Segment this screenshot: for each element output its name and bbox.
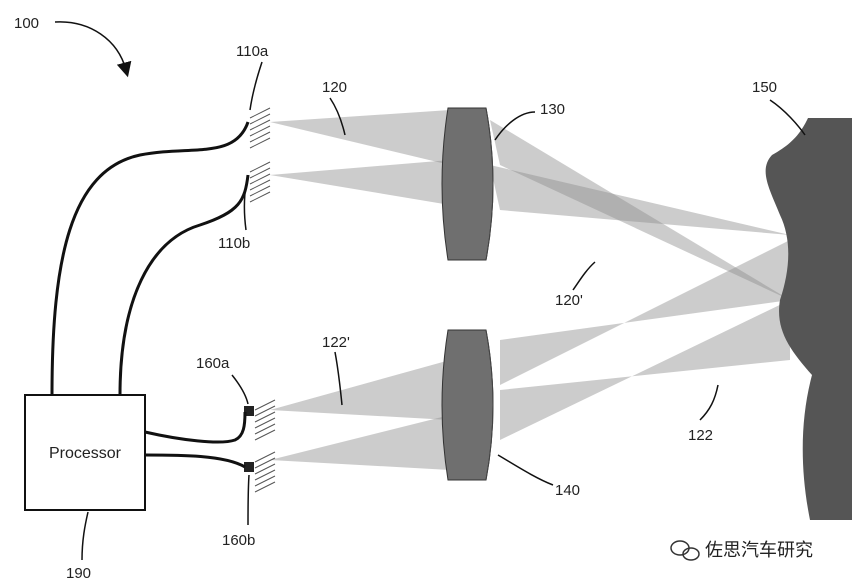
emitter-hatch-110b bbox=[249, 161, 271, 203]
leader-110b bbox=[243, 184, 247, 231]
beam-110b bbox=[270, 160, 450, 205]
leader-150 bbox=[769, 99, 806, 136]
beam-120-lens-to-target bbox=[490, 120, 790, 300]
label-120: 120 bbox=[322, 79, 347, 96]
beams bbox=[270, 110, 790, 470]
processor-label: Processor bbox=[49, 445, 122, 462]
watermark: 佐思汽车研究 bbox=[670, 540, 813, 561]
leader-160b bbox=[247, 474, 250, 526]
wire-160a bbox=[144, 411, 247, 444]
detector-160b bbox=[244, 462, 254, 472]
beam-110b-lens-to-target bbox=[490, 165, 790, 235]
wires bbox=[50, 121, 250, 469]
leader-160a bbox=[231, 374, 249, 405]
label-122-prime: 122' bbox=[322, 334, 350, 351]
label-160a: 160a bbox=[196, 355, 230, 372]
leader-110a bbox=[249, 61, 263, 111]
target-surface bbox=[765, 118, 852, 520]
leader-190 bbox=[81, 511, 89, 561]
label-140: 140 bbox=[555, 482, 580, 499]
beam-122-prime bbox=[270, 360, 450, 420]
wire-110b bbox=[118, 174, 250, 396]
beam-120 bbox=[270, 110, 450, 165]
label-130: 130 bbox=[540, 101, 565, 118]
wechat-icon bbox=[670, 540, 700, 561]
detector-160a bbox=[244, 406, 254, 416]
wire-110a bbox=[50, 121, 250, 396]
beam-122 bbox=[500, 300, 790, 440]
leader-122-prime bbox=[334, 351, 343, 406]
leader-120-prime bbox=[572, 261, 596, 291]
label-160b: 160b bbox=[222, 532, 255, 549]
label-120-prime: 120' bbox=[555, 292, 583, 309]
leader-140 bbox=[497, 454, 554, 486]
leader-lines bbox=[54, 21, 806, 561]
detector-hatch-160a bbox=[254, 399, 276, 441]
beam-120-prime bbox=[500, 240, 790, 385]
leader-130 bbox=[494, 111, 536, 141]
label-100: 100 bbox=[14, 15, 39, 32]
label-110b: 110b bbox=[218, 235, 250, 252]
lens-140 bbox=[441, 329, 494, 481]
lens-130 bbox=[441, 107, 494, 261]
label-110a: 110a bbox=[236, 43, 269, 60]
label-190: 190 bbox=[66, 565, 91, 582]
label-122: 122 bbox=[688, 427, 713, 444]
leader-120 bbox=[329, 97, 346, 136]
processor-box bbox=[24, 394, 146, 511]
wire-160b bbox=[144, 453, 246, 469]
leader-122 bbox=[699, 384, 719, 421]
watermark-text: 佐思汽车研究 bbox=[705, 540, 813, 560]
leader-100 bbox=[54, 21, 132, 78]
label-150: 150 bbox=[752, 79, 777, 96]
beam-160b bbox=[270, 415, 450, 470]
emitter-hatch-110a bbox=[249, 107, 271, 149]
detector-hatch-160b bbox=[254, 451, 276, 493]
